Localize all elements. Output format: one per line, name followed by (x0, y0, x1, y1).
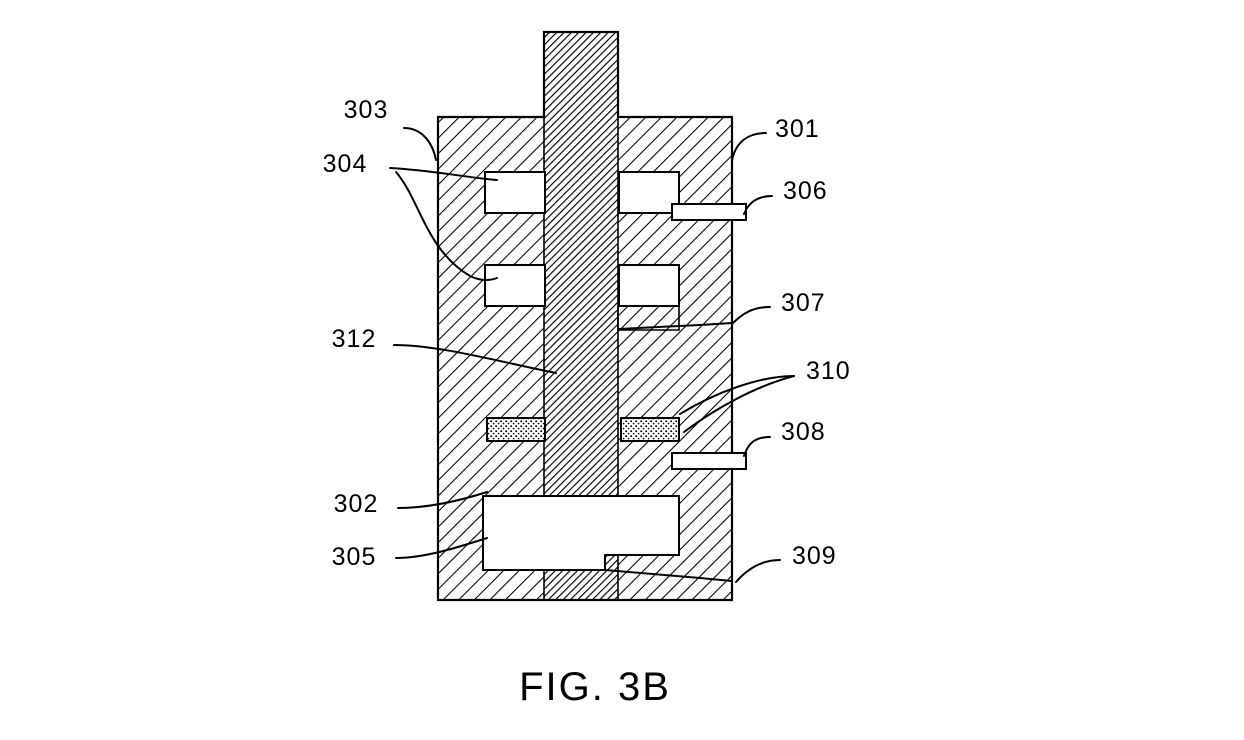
tab-group (671, 203, 747, 470)
leader-304-lower (395, 171, 498, 281)
cavity-group (482, 171, 680, 571)
mid-right-step-group (617, 305, 733, 331)
leader-307 (731, 306, 771, 325)
ref-label-312: 312 (332, 325, 377, 353)
lower-cavity (482, 495, 680, 571)
ref-label-304: 304 (323, 150, 368, 178)
ref-label-301: 301 (775, 115, 820, 143)
stipple-left-element (486, 417, 546, 442)
ref-label-307: 307 (781, 289, 826, 317)
mid-left-cavity (484, 264, 546, 307)
upper-left-cavity (484, 171, 546, 214)
stipple-right-element (620, 417, 680, 442)
mid-right-step-line (617, 322, 733, 330)
leader-301 (731, 132, 767, 161)
upper-right-tab (671, 203, 747, 221)
ref-label-308: 308 (781, 418, 826, 446)
stipple-group (486, 417, 680, 442)
lower-right-tab (671, 452, 747, 470)
leader-309 (735, 559, 781, 583)
leader-302 (397, 491, 488, 509)
ref-label-310: 310 (806, 357, 851, 385)
upper-right-cavity (618, 171, 680, 214)
mid-right-cavity (618, 264, 680, 307)
figure-caption: FIG. 3B (519, 665, 671, 709)
ref-label-303: 303 (344, 96, 389, 124)
leader-303 (403, 127, 437, 161)
mid-right-step-edge (617, 305, 680, 331)
ref-label-305: 305 (332, 543, 377, 571)
leader-line-group (389, 127, 795, 583)
bottom-taper-line (604, 569, 733, 582)
leader-305 (395, 537, 488, 559)
ref-label-302: 302 (334, 490, 379, 518)
ref-label-306: 306 (783, 177, 828, 205)
leader-310-lower (683, 375, 795, 433)
leader-312 (393, 344, 557, 374)
leader-304-upper (389, 167, 498, 181)
leader-308 (743, 436, 771, 457)
reference-labels: 303 304 312 302 305 301 306 307 310 308 … (323, 96, 851, 571)
leader-310-upper (679, 375, 795, 415)
bottom-edge-group (604, 569, 733, 582)
leader-306 (743, 195, 773, 215)
ref-label-309: 309 (792, 542, 837, 570)
